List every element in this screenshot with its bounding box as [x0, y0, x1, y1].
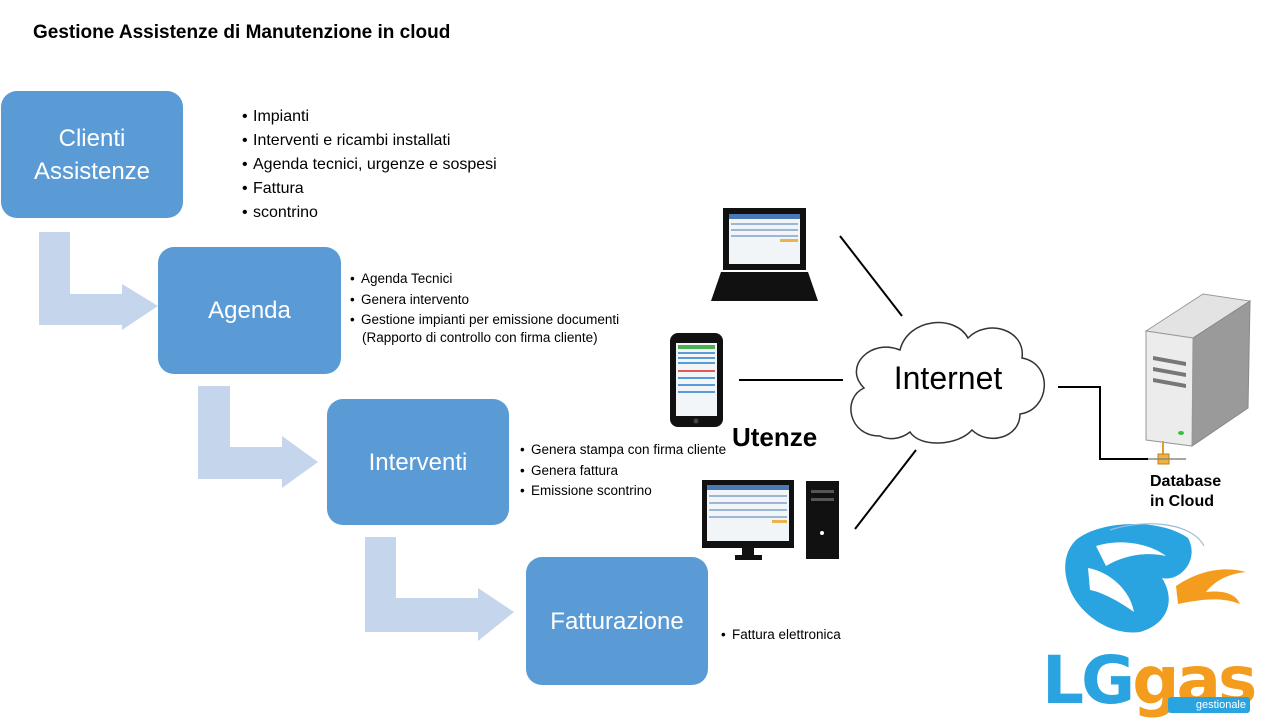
brand-lg: LG [1042, 642, 1135, 719]
list-item: Agenda Tecnici [350, 269, 619, 290]
smartphone-icon [670, 333, 723, 427]
laptop-icon [711, 208, 818, 301]
page-title: Gestione Assistenze di Manutenzione in c… [33, 22, 451, 43]
list-item: Genera stampa con firma cliente [520, 440, 726, 461]
flow-arrow-2 [198, 386, 318, 488]
link-server [1058, 386, 1148, 460]
list-item: Impianti [242, 105, 497, 129]
flow-arrow-1 [39, 232, 158, 330]
list-item: Fattura [242, 177, 497, 201]
list-item: Interventi e ricambi installati [242, 129, 497, 153]
database-label-line-1: Database [1150, 473, 1222, 490]
box-agenda: Agenda [158, 247, 341, 374]
list-item: Fattura elettronica [721, 625, 841, 646]
cloud-icon [850, 321, 1046, 444]
lion-logo-icon [1065, 523, 1246, 633]
database-label-line-2: in Cloud [1150, 493, 1214, 510]
brand-subtitle: gestionale [1168, 697, 1250, 713]
box-clienti-assistenze: Clienti Assistenze [1, 91, 183, 218]
fatturazione-bullet-list: Fattura elettronica [721, 625, 841, 646]
list-item: Gestione impianti per emissione document… [350, 310, 619, 331]
database-label: Database in Cloud [1150, 472, 1221, 512]
clienti-bullet-list: Impianti Interventi e ricambi installati… [242, 105, 497, 225]
flow-arrow-3 [365, 537, 514, 641]
box-fatturazione: Fatturazione [526, 557, 708, 685]
list-item: Genera fattura [520, 461, 726, 482]
link-desktop [854, 449, 917, 530]
list-item: Genera intervento [350, 290, 619, 311]
server-icon [1144, 293, 1252, 465]
list-item: scontrino [242, 201, 497, 225]
agenda-bullet-list: Agenda Tecnici Genera intervento Gestion… [350, 269, 619, 331]
agenda-bullet-continuation: (Rapporto di controllo con firma cliente… [362, 330, 598, 345]
desktop-computer-icon [702, 480, 839, 560]
list-item: Agenda tecnici, urgenze e sospesi [242, 153, 497, 177]
box-interventi: Interventi [327, 399, 509, 525]
users-label: Utenze [732, 422, 818, 452]
link-laptop [839, 235, 903, 317]
list-item: Emissione scontrino [520, 481, 726, 502]
interventi-bullet-list: Genera stampa con firma cliente Genera f… [520, 440, 726, 502]
internet-label: Internet [893, 360, 1003, 396]
